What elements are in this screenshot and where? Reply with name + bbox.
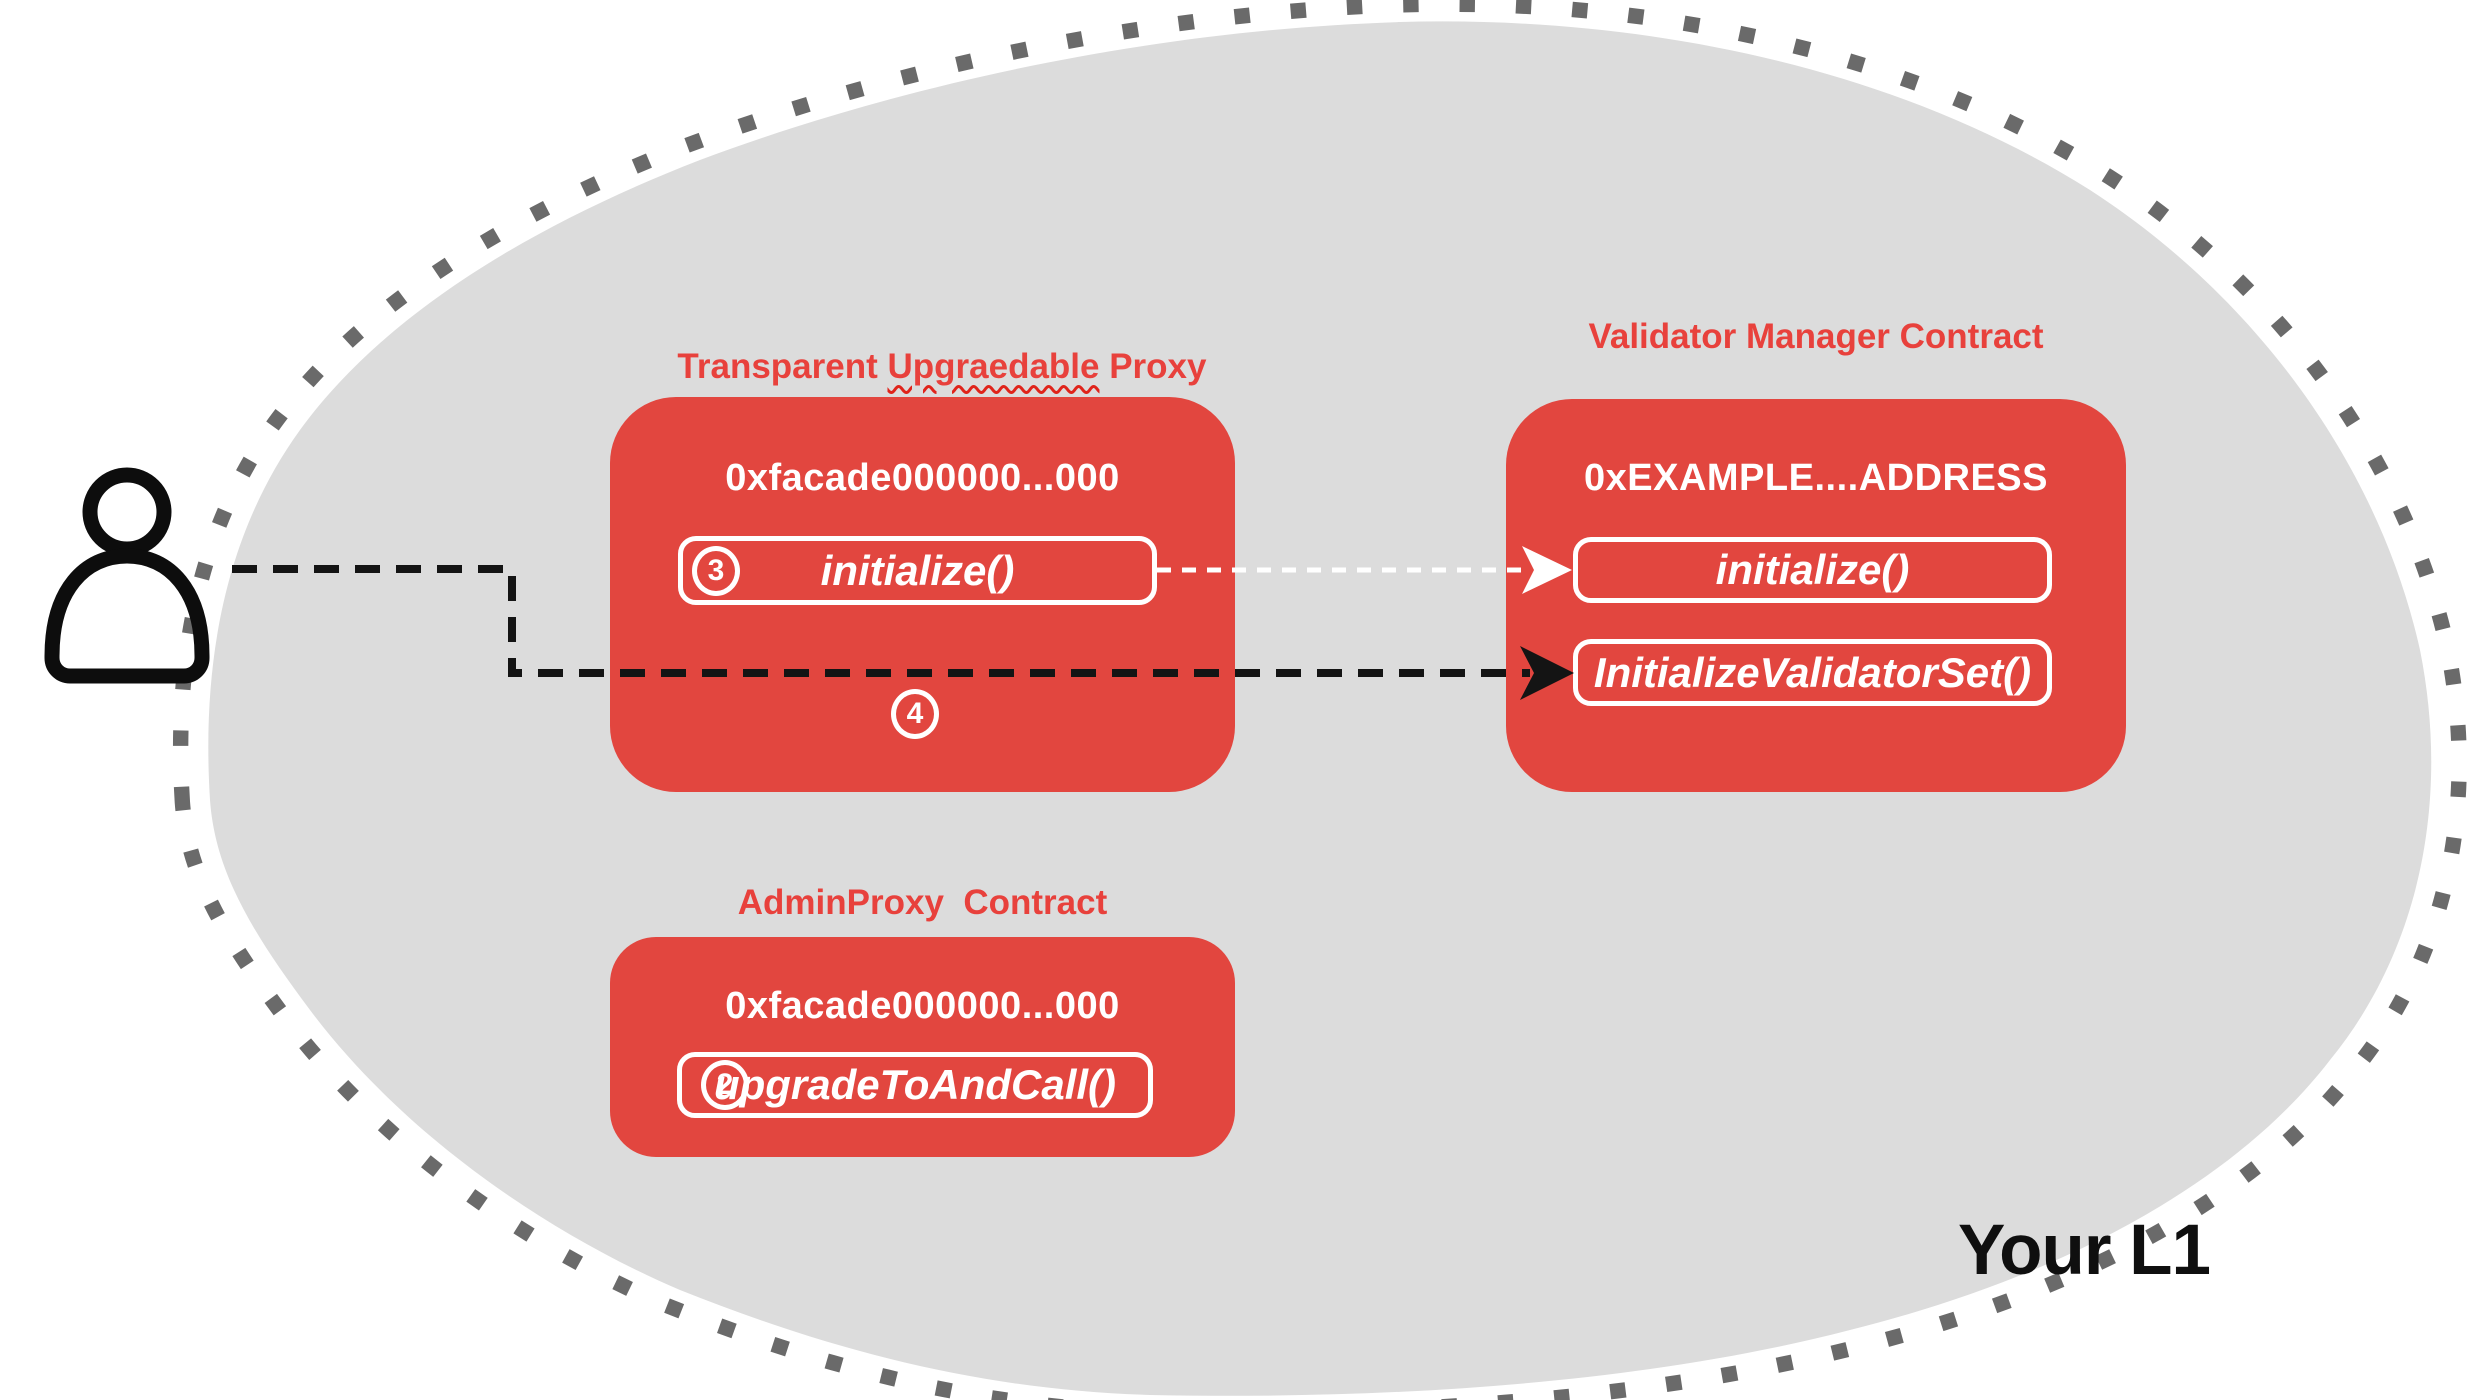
- validator-contract-address: 0xEXAMPLE....ADDRESS: [1584, 457, 2048, 499]
- proxy-title-prefix: Transparent: [677, 347, 888, 386]
- admin-upgradetoandcall-method: 2 upgradeToAndCall(): [677, 1052, 1153, 1118]
- your-l1-label: Your L1: [1958, 1211, 2211, 1290]
- blob-dotted-border: [173, 0, 2467, 1400]
- proxy-title-suffix: Proxy: [1099, 347, 1207, 386]
- user-icon: [44, 467, 210, 684]
- step-3-badge: 3: [692, 546, 740, 596]
- validator-initializevalidatorset-label: InitializeValidatorSet(): [1593, 648, 2032, 696]
- admin-upgradetoandcall-label: upgradeToAndCall(): [713, 1061, 1117, 1108]
- admin-contract-box: 0xfacade000000...000 2 upgradeToAndCall(…: [610, 937, 1235, 1157]
- validator-initializevalidatorset-method: InitializeValidatorSet(): [1573, 639, 2052, 706]
- validator-initialize-label: initialize(): [1715, 546, 1910, 593]
- proxy-contract-address: 0xfacade000000...000: [725, 457, 1120, 499]
- validator-initialize-method: initialize(): [1573, 537, 2052, 603]
- validator-contract-box: 0xEXAMPLE....ADDRESS initialize() Initia…: [1506, 399, 2126, 792]
- proxy-initialize-label: initialize(): [820, 546, 1015, 594]
- admin-contract-title: AdminProxy Contract: [737, 883, 1108, 922]
- validator-contract-title: Validator Manager Contract: [1588, 317, 2044, 356]
- admin-contract-address: 0xfacade000000...000: [725, 985, 1120, 1027]
- step-4-badge: 4: [891, 689, 939, 739]
- proxy-title-misspelled-word: Upgraedable: [887, 347, 1100, 386]
- proxy-initialize-method: 3 initialize(): [678, 536, 1157, 605]
- step-2-badge: 2: [701, 1060, 749, 1110]
